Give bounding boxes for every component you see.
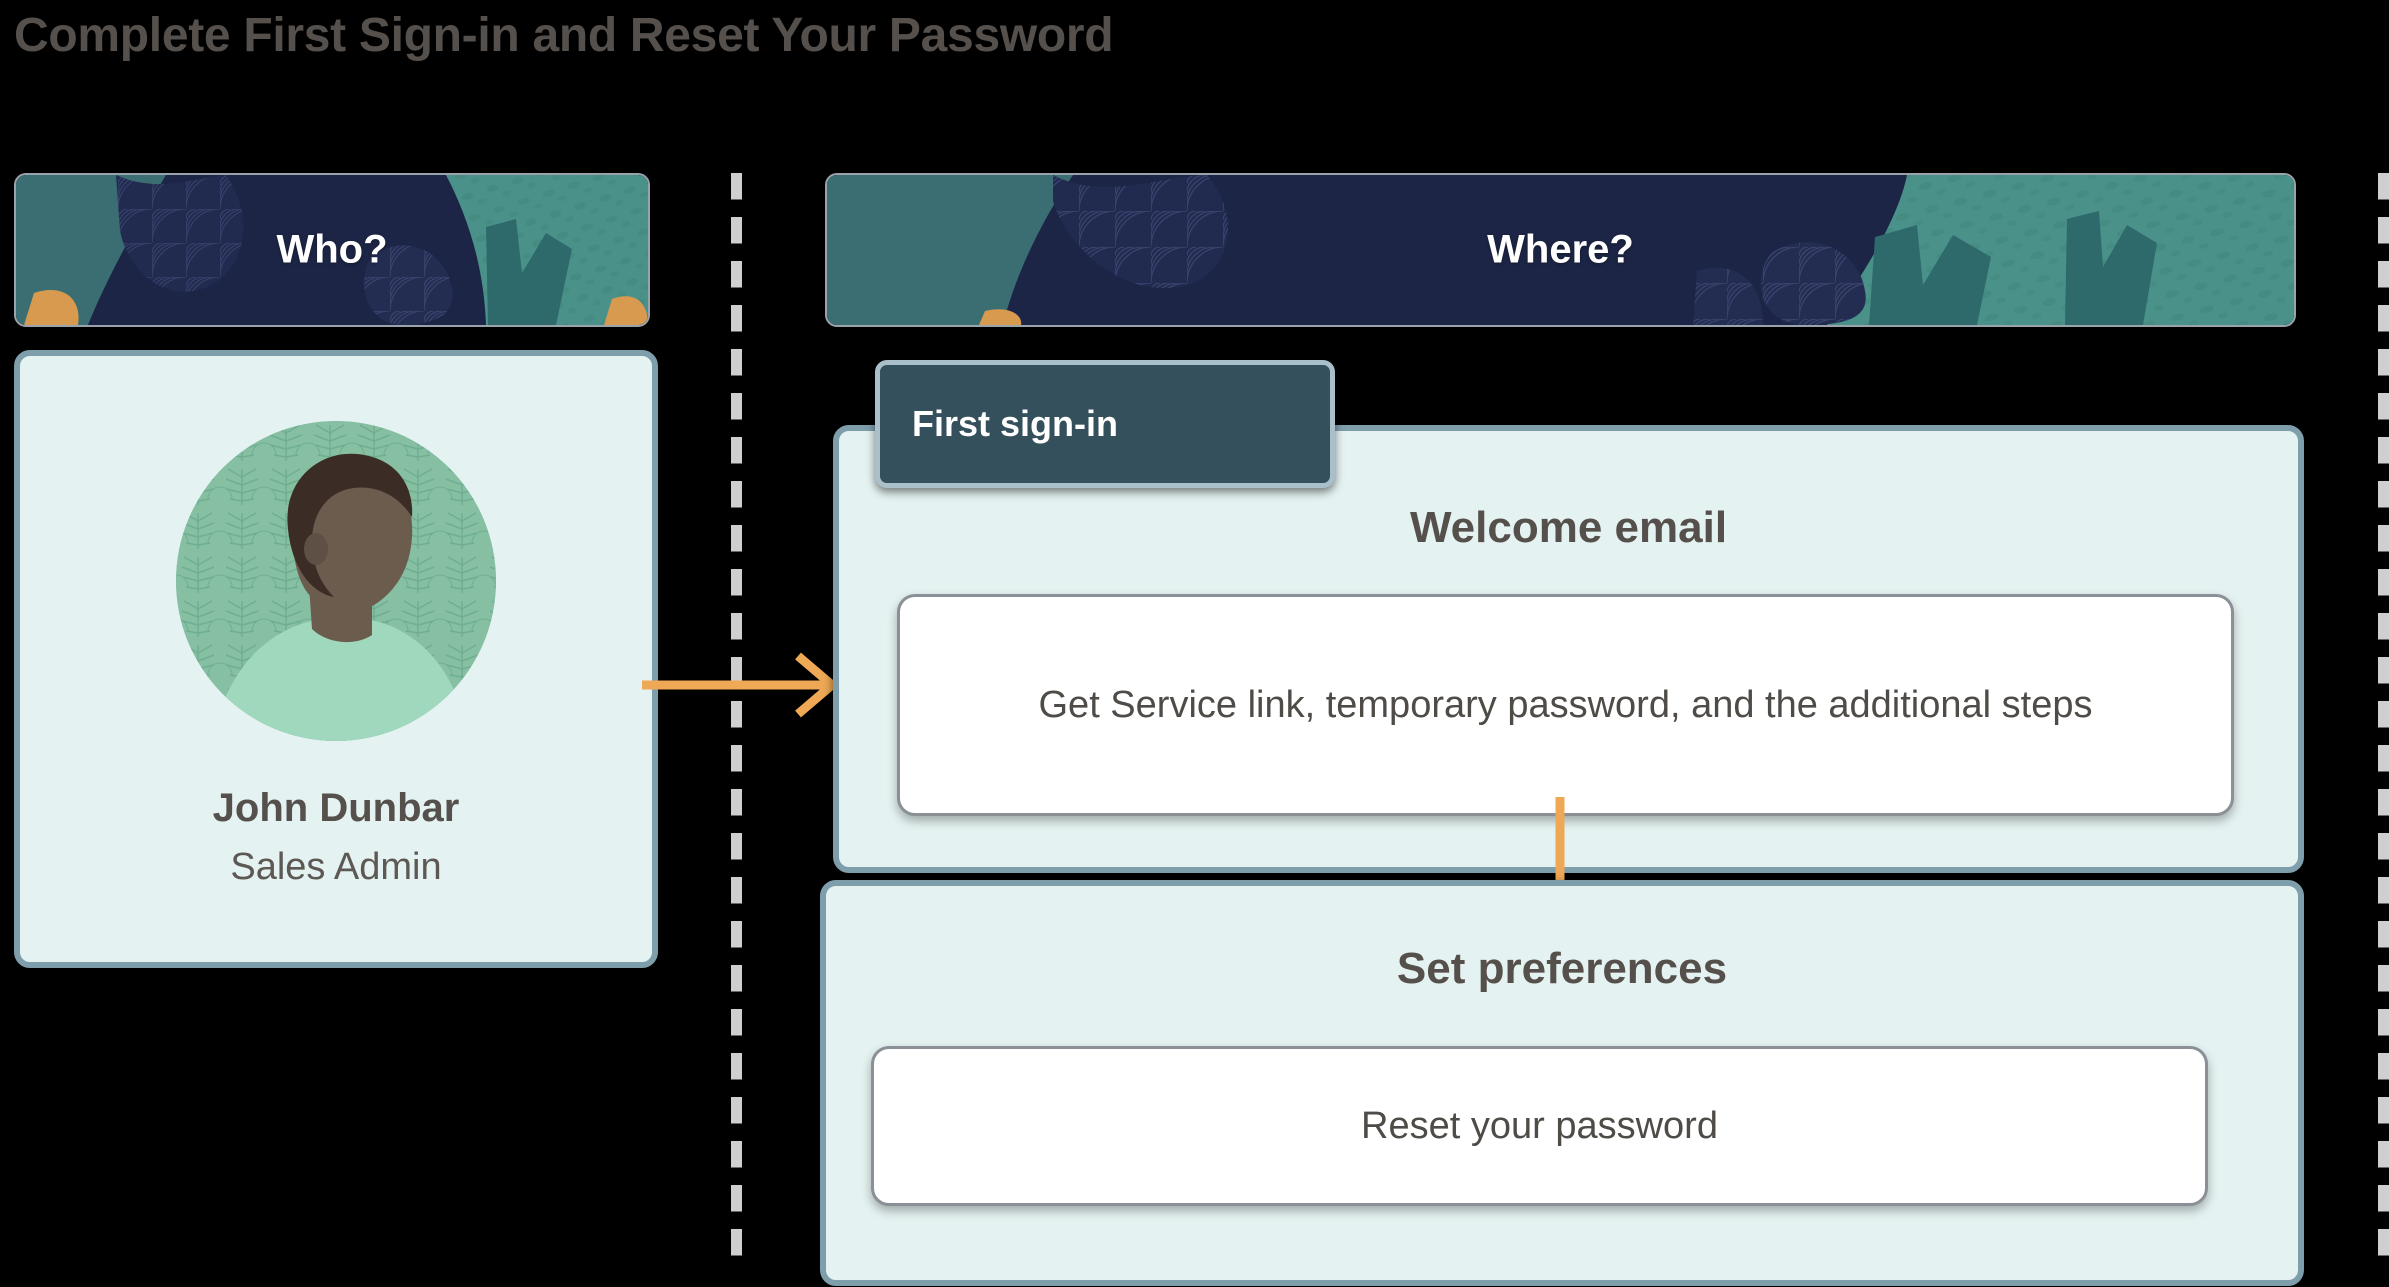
section-body-welcome-email: Get Service link, temporary password, an… [897, 594, 2234, 816]
badge-first-sign-in-label: First sign-in [912, 403, 1118, 444]
banner-who-label: Who? [276, 227, 388, 272]
person-profile-avatar-icon [176, 421, 496, 741]
vertical-dashed-separator-right [2378, 173, 2389, 1273]
section-title-welcome-email: Welcome email [1409, 503, 1728, 552]
banner-where-artwork [827, 175, 2294, 325]
avatar [176, 421, 496, 741]
banner-where: Where? [825, 173, 2296, 327]
arrow-right-icon [642, 652, 839, 718]
vertical-dashed-separator [731, 173, 742, 1273]
section-body-set-preferences: Reset your password [871, 1046, 2208, 1206]
card-person: John Dunbar Sales Admin [14, 350, 658, 968]
page-title: Complete First Sign-in and Reset Your Pa… [14, 9, 1114, 62]
person-name: John Dunbar [212, 786, 460, 830]
section-title-set-preferences: Set preferences [1396, 944, 1728, 993]
badge-first-sign-in: First sign-in [875, 360, 1335, 488]
banner-who: Who? [14, 173, 650, 327]
card-set-preferences: Set preferences Reset your password [820, 880, 2304, 1286]
person-role: Sales Admin [230, 846, 442, 888]
banner-who-artwork [16, 175, 648, 325]
card-welcome-email: Welcome email Get Service link, temporar… [833, 425, 2304, 873]
banner-where-label: Where? [1487, 227, 1634, 272]
